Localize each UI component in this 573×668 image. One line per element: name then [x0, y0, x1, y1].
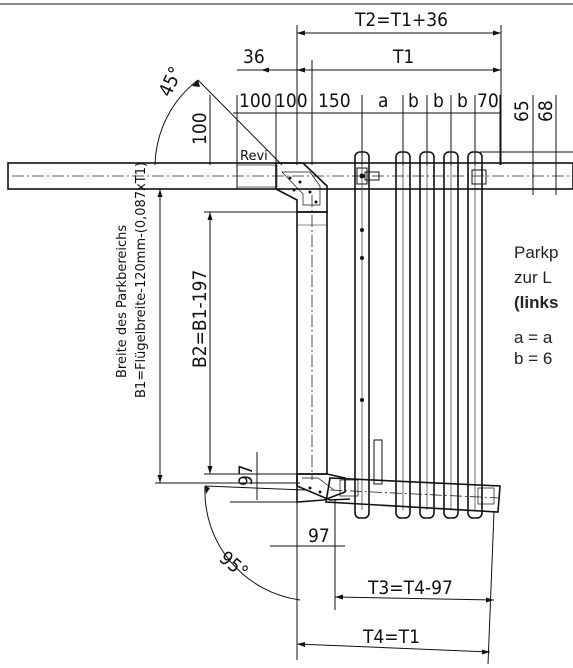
dim-97-horizontal: 97: [308, 525, 330, 547]
vertical-rail: [296, 195, 328, 480]
dim-100-b: 100: [275, 90, 308, 112]
dim-65: 65: [511, 100, 533, 122]
dim-b-2: b: [433, 90, 444, 112]
note-a-definition: a = a: [514, 328, 553, 347]
dim-b-3: b: [457, 90, 468, 112]
note-b-definition: b = 6: [514, 349, 552, 368]
dim-150: 150: [318, 90, 351, 112]
note-line-1: Parkp: [514, 243, 558, 262]
dim-t2: T2=T1+36: [354, 9, 448, 31]
bottom-angled-rail: [325, 477, 501, 513]
dim-t3: T3=T4-97: [367, 577, 453, 599]
revi-label: Revi: [240, 149, 268, 164]
dim-a: a: [378, 90, 388, 112]
note-line-2: zur L: [514, 268, 552, 287]
dim-100-a: 100: [239, 90, 272, 112]
dim-68: 68: [535, 100, 557, 122]
dimension-lines: [154, 25, 573, 665]
gate-leaf-5: [467, 151, 487, 519]
width-title: Breite des Parkbereichs: [115, 225, 130, 378]
dim-70: 70: [477, 90, 499, 112]
dim-t1: T1: [392, 46, 414, 68]
dim-100-vertical: 100: [189, 112, 211, 145]
floor-bracket: [373, 439, 383, 485]
corner-joint-top: [275, 162, 328, 213]
note-line-3: (links: [514, 293, 558, 312]
top-rail: [7, 162, 573, 190]
b1-formula: B1=Flügelbreite-120mm-(0,087xT1): [134, 162, 149, 398]
dim-b2-formula: B2=B1-197: [189, 270, 211, 368]
gate-leaf-4: [443, 151, 459, 519]
gate-leaf-3: [419, 151, 435, 519]
dim-97-vertical: 97: [235, 464, 257, 486]
gate-leaf-1: [354, 151, 380, 519]
dim-t4: T4=T1: [362, 626, 420, 648]
dim-36-top: 36: [243, 46, 265, 68]
gate-leaf-2: [395, 151, 411, 519]
dim-b-1: b: [408, 90, 419, 112]
